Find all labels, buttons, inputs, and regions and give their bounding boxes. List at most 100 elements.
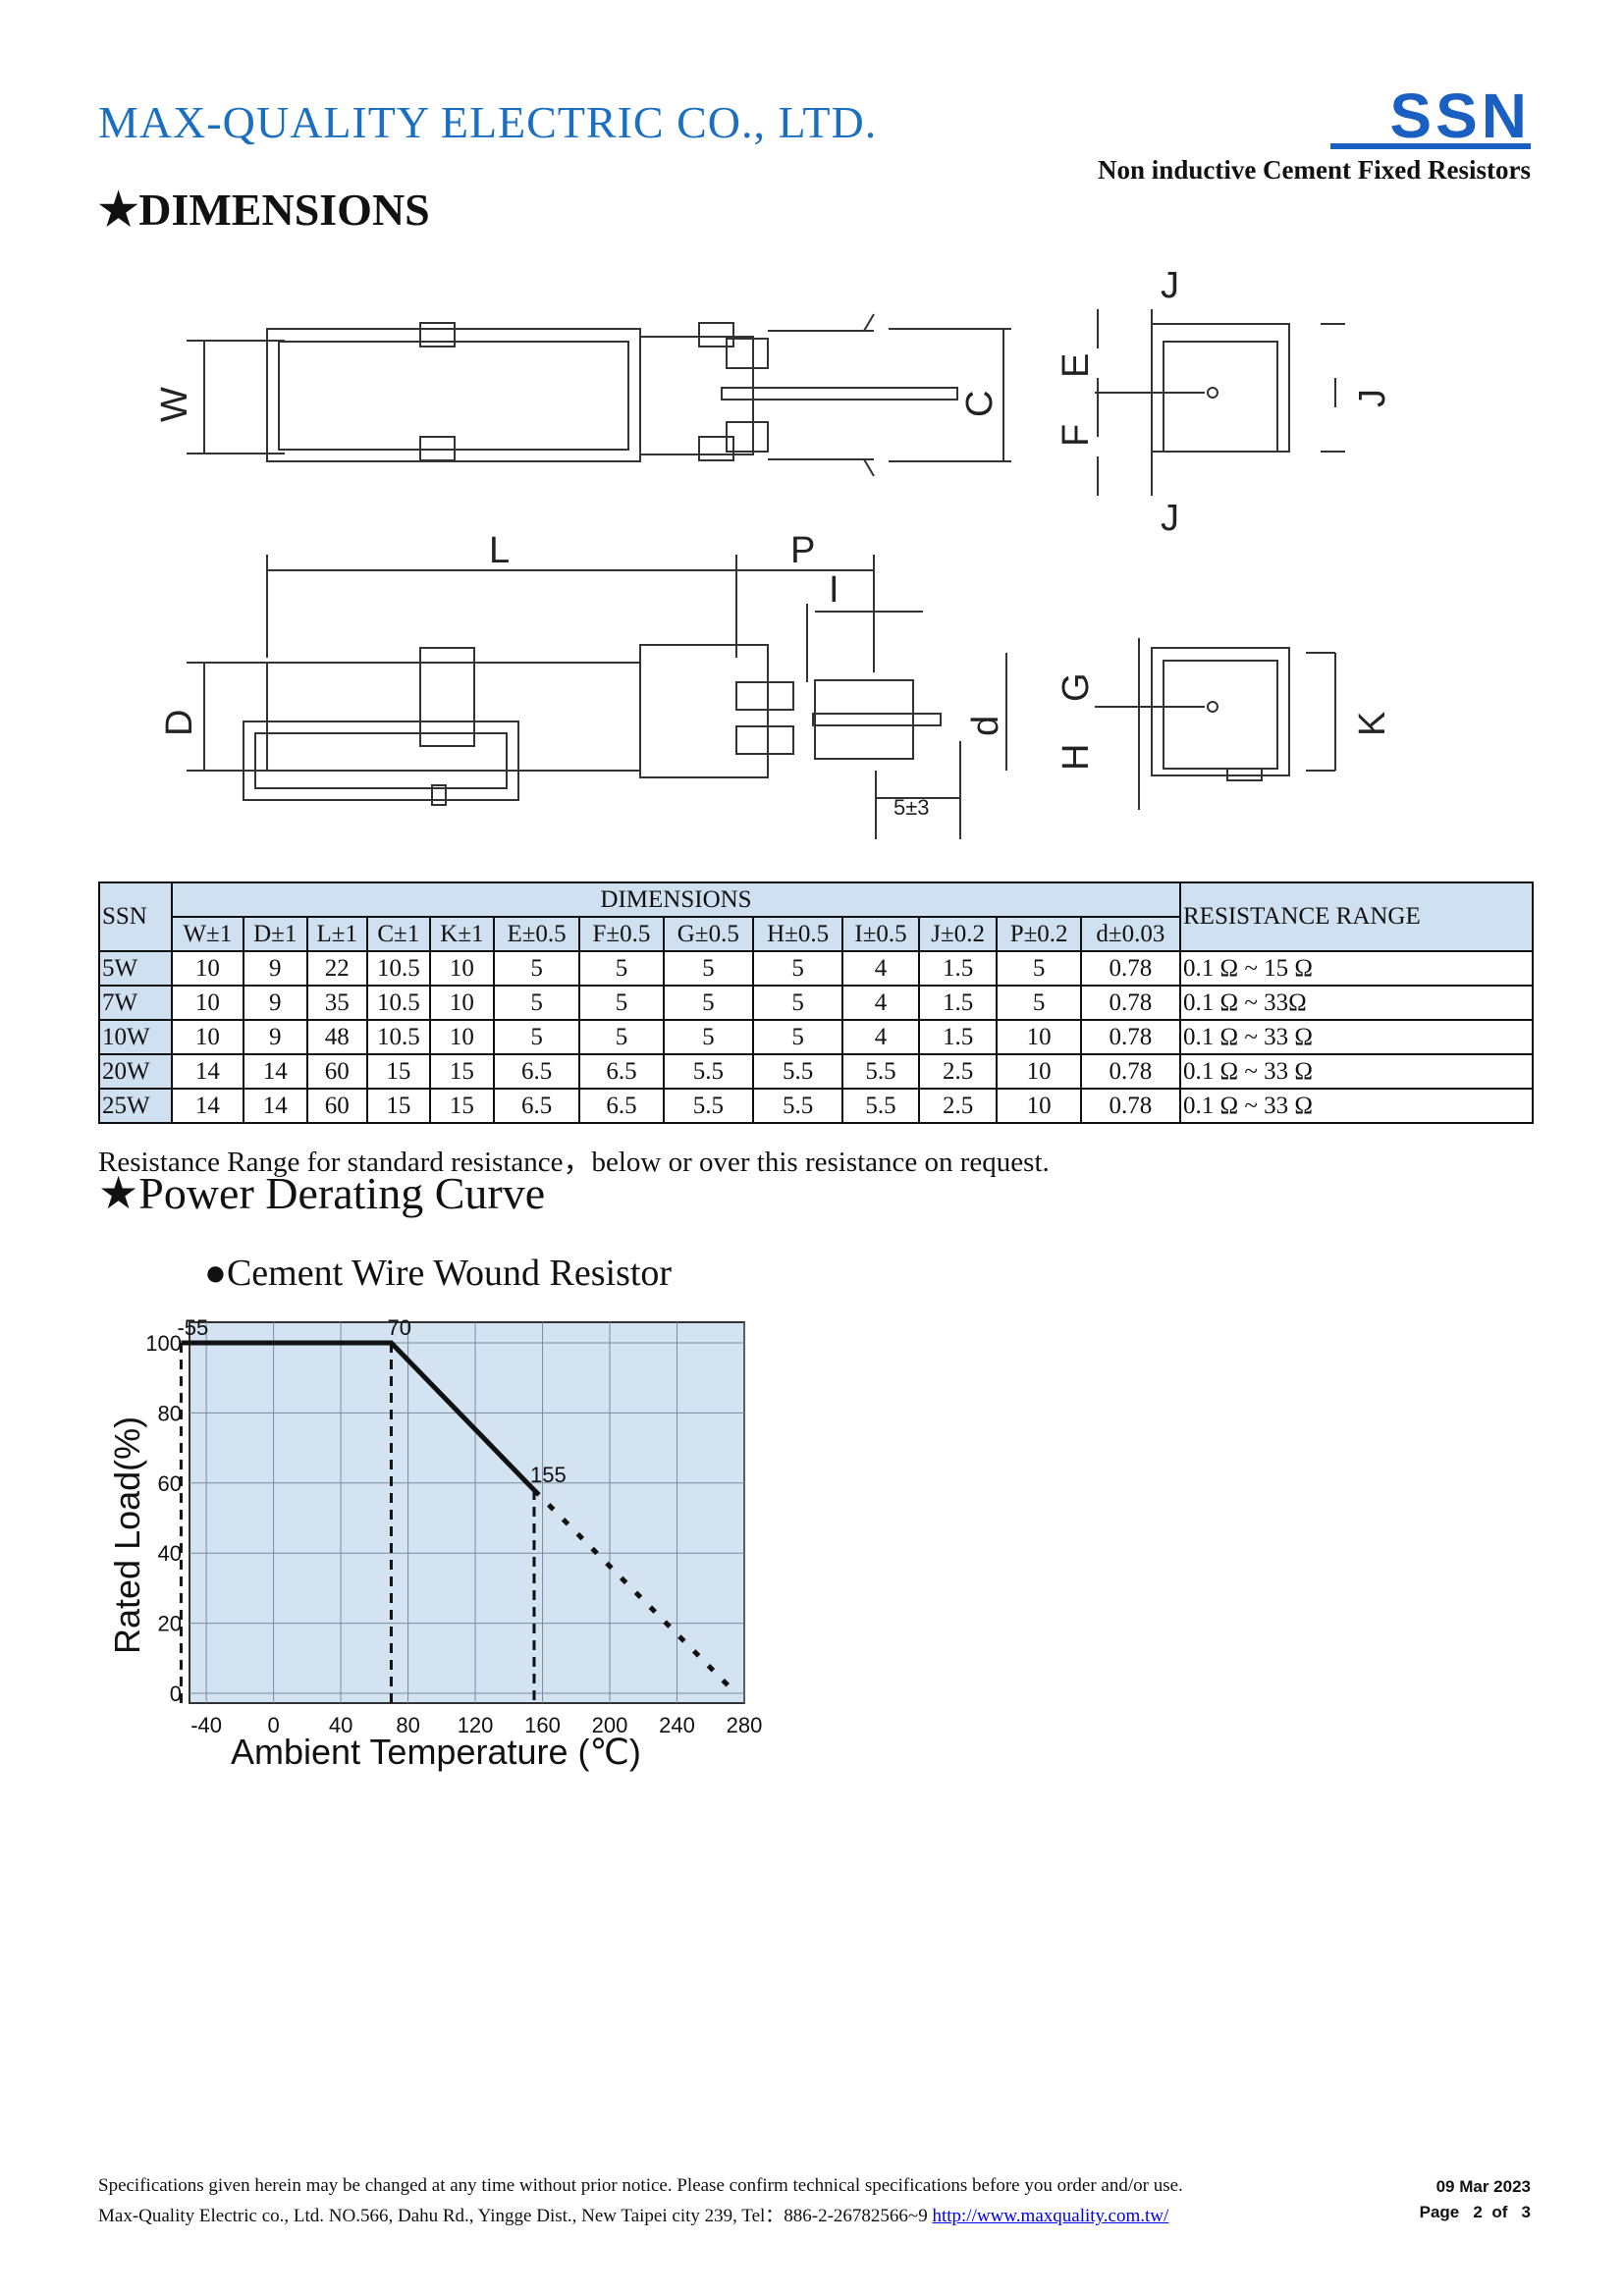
dim-label-w: W: [154, 387, 195, 422]
derating-title: ★Power Derating Curve: [98, 1168, 546, 1218]
column-header: K±1: [428, 916, 495, 952]
ssn-logo: SSN: [1389, 80, 1531, 151]
star-icon: ★: [98, 185, 139, 235]
dim-label-h: H: [1056, 744, 1097, 771]
column-header: d±0.03: [1079, 916, 1182, 952]
value-cell: 14: [171, 1053, 244, 1090]
resistance-note: Resistance Range for standard resistance…: [98, 1147, 1050, 1178]
value-cell: 10.5: [365, 985, 431, 1021]
value-cell: 15: [428, 1088, 495, 1124]
value-cell: 14: [171, 1088, 244, 1124]
column-header: J±0.2: [917, 916, 999, 952]
value-cell: 5: [751, 985, 844, 1021]
value-cell: 10: [171, 1019, 244, 1055]
column-header: L±1: [305, 916, 368, 952]
value-cell: 10: [428, 1019, 495, 1055]
x-tick-label: 240: [659, 1713, 695, 1737]
value-cell: 6.5: [492, 1053, 581, 1090]
footer-address: Max-Quality Electric co., Ltd. NO.566, D…: [98, 2206, 1169, 2226]
value-cell: 5: [578, 950, 665, 987]
value-cell: 0.78: [1079, 1088, 1182, 1124]
column-header: W±1: [171, 916, 244, 952]
model-cell: 7W: [98, 985, 173, 1021]
value-cell: 5.5: [662, 1088, 754, 1124]
value-cell: 10: [171, 985, 244, 1021]
y-tick-label: 80: [158, 1401, 182, 1425]
model-cell: 25W: [98, 1088, 173, 1124]
logo-underline: [1330, 143, 1531, 149]
x-tick-label: -40: [190, 1713, 222, 1737]
x-tick-label: 120: [458, 1713, 494, 1737]
value-cell: 5.5: [751, 1053, 844, 1090]
derating-curve-extension: [532, 1488, 738, 1695]
dim-label-lead: 5±3: [893, 795, 930, 820]
value-cell: 5.5: [751, 1088, 844, 1124]
value-cell: 4: [841, 950, 920, 987]
range-cell: 0.1 Ω ~ 33 Ω: [1179, 1088, 1534, 1124]
value-cell: 10: [428, 985, 495, 1021]
range-cell: 0.1 Ω ~ 15 Ω: [1179, 950, 1534, 987]
range-cell: 0.1 Ω ~ 33Ω: [1179, 985, 1534, 1021]
dim-label-i: I: [829, 569, 839, 611]
value-cell: 14: [242, 1088, 308, 1124]
dim-label-j-bottom: J: [1161, 498, 1179, 539]
company-name: MAX-QUALITY ELECTRIC CO., LTD.: [98, 97, 878, 147]
y-tick-label: 20: [158, 1612, 182, 1636]
value-cell: 0.78: [1079, 950, 1182, 987]
value-cell: 10.5: [365, 1019, 431, 1055]
value-cell: 1.5: [917, 1019, 999, 1055]
column-header: F±0.5: [578, 916, 665, 952]
value-cell: 9: [242, 1019, 308, 1055]
range-cell: 0.1 Ω ~ 33 Ω: [1179, 1019, 1534, 1055]
value-cell: 5.5: [841, 1053, 920, 1090]
value-cell: 22: [305, 950, 368, 987]
value-cell: 5: [662, 1019, 754, 1055]
dimensions-title: ★DIMENSIONS: [98, 185, 430, 235]
value-cell: 6.5: [578, 1053, 665, 1090]
value-cell: 9: [242, 985, 308, 1021]
x-tick-label: 160: [524, 1713, 561, 1737]
value-cell: 6.5: [578, 1088, 665, 1124]
y-axis-label: Rated Load(%): [107, 1416, 147, 1654]
dim-label-d: D: [159, 710, 200, 736]
plot-area: [189, 1321, 745, 1704]
value-cell: 5: [492, 1019, 581, 1055]
value-cell: 5: [578, 1019, 665, 1055]
model-cell: 20W: [98, 1053, 173, 1090]
y-tick-label: 100: [145, 1331, 182, 1356]
footer-page: Page 2 of 3: [1419, 2203, 1531, 2221]
value-cell: 6.5: [492, 1088, 581, 1124]
chart-title: ●Cement Wire Wound Resistor: [204, 1253, 673, 1294]
point-annotation: 155: [530, 1463, 567, 1487]
value-cell: 10: [428, 950, 495, 987]
value-cell: 5: [578, 985, 665, 1021]
value-cell: 9: [242, 950, 308, 987]
table-group-header: DIMENSIONS: [171, 881, 1181, 918]
column-header: I±0.5: [841, 916, 920, 952]
website-link[interactable]: http://www.maxquality.com.tw/: [932, 2206, 1169, 2226]
x-axis-label: Ambient Temperature (℃): [231, 1732, 641, 1772]
value-cell: 2.5: [917, 1088, 999, 1124]
product-subtitle: Non inductive Cement Fixed Resistors: [1098, 155, 1531, 185]
dimension-drawing: W C L P I D d 5±3 J E F J J G H K: [154, 265, 1393, 839]
x-tick-label: 200: [592, 1713, 628, 1737]
value-cell: 0.78: [1079, 985, 1182, 1021]
dim-label-c: C: [959, 391, 1001, 417]
model-cell: 5W: [98, 950, 173, 987]
value-cell: 15: [428, 1053, 495, 1090]
column-header: P±0.2: [996, 916, 1082, 952]
dim-label-f: F: [1056, 424, 1097, 447]
x-tick-label: 0: [267, 1713, 279, 1737]
table-range-header: RESISTANCE RANGE: [1179, 881, 1534, 952]
value-cell: 5: [492, 950, 581, 987]
x-tick-label: 80: [396, 1713, 419, 1737]
dim-label-k: K: [1352, 712, 1393, 736]
value-cell: 10: [171, 950, 244, 987]
value-cell: 5: [492, 985, 581, 1021]
value-cell: 1.5: [917, 985, 999, 1021]
x-tick-label: 280: [727, 1713, 763, 1737]
dim-label-j-right: J: [1352, 389, 1393, 407]
value-cell: 5: [751, 950, 844, 987]
